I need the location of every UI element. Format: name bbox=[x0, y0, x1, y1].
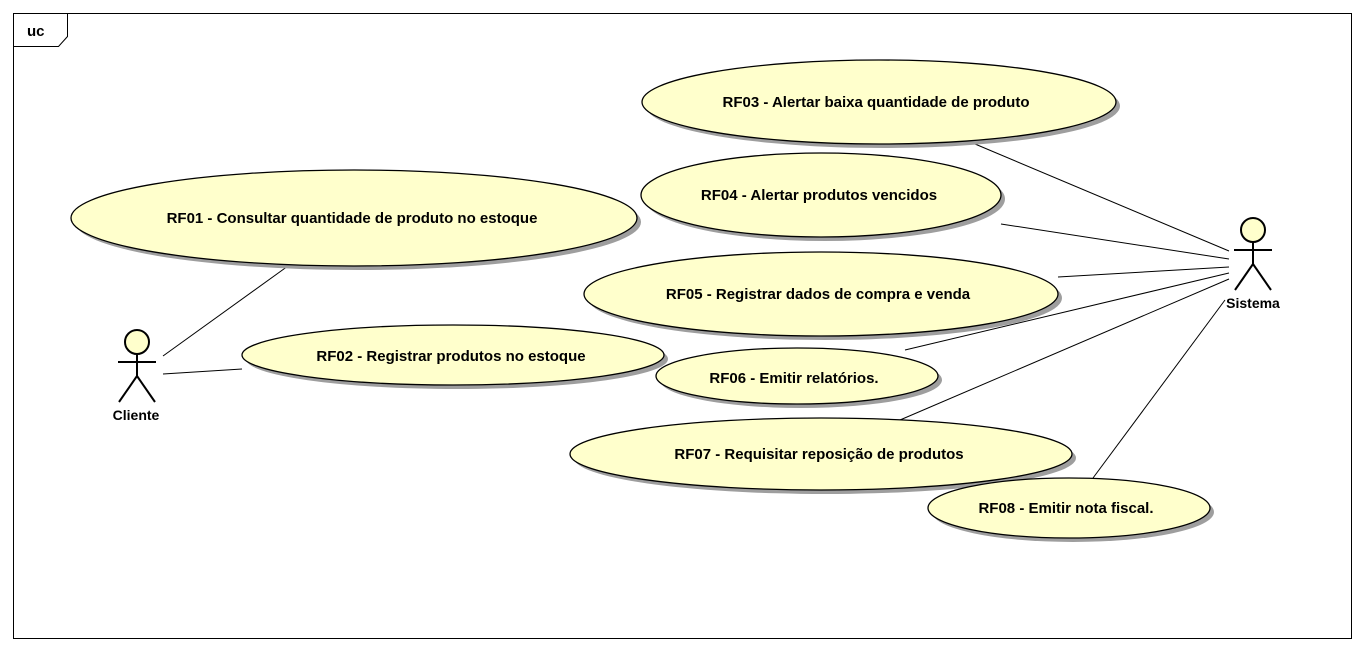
use-case-rf07[interactable]: RF07 - Requisitar reposição de produtos bbox=[569, 417, 1076, 494]
use-case-rf08[interactable]: RF08 - Emitir nota fiscal. bbox=[927, 477, 1214, 542]
actor-sistema[interactable]: Sistema bbox=[1226, 217, 1280, 311]
association-sistema-rf08[interactable] bbox=[1092, 299, 1226, 479]
use-case-label: RF05 - Registrar dados de compra e venda bbox=[666, 286, 971, 303]
association-cliente-rf02[interactable] bbox=[162, 368, 243, 375]
use-case-rf02[interactable]: RF02 - Registrar produtos no estoque bbox=[241, 324, 668, 389]
use-case-rf04[interactable]: RF04 - Alertar produtos vencidos bbox=[640, 152, 1005, 241]
diagram-frame: uc bbox=[13, 13, 1352, 639]
use-case-label: RF03 - Alertar baixa quantidade de produ… bbox=[723, 94, 1030, 111]
use-case-rf01[interactable]: RF01 - Consultar quantidade de produto n… bbox=[70, 169, 641, 270]
associations bbox=[162, 143, 1230, 479]
stick-figure-icon bbox=[118, 329, 156, 403]
actor-name: Sistema bbox=[1226, 295, 1280, 311]
use-case-rf05[interactable]: RF05 - Registrar dados de compra e venda bbox=[583, 251, 1062, 340]
use-case-rf03[interactable]: RF03 - Alertar baixa quantidade de produ… bbox=[641, 59, 1120, 148]
use-case-label: RF06 - Emitir relatórios. bbox=[709, 370, 878, 387]
stick-figure-icon bbox=[1234, 217, 1272, 291]
association-sistema-rf07[interactable] bbox=[899, 278, 1230, 421]
actor-name: Cliente bbox=[113, 407, 160, 423]
actor-cliente[interactable]: Cliente bbox=[113, 329, 160, 423]
association-cliente-rf01[interactable] bbox=[162, 265, 289, 357]
association-sistema-rf04[interactable] bbox=[1000, 223, 1230, 260]
use-case-label: RF02 - Registrar produtos no estoque bbox=[316, 348, 585, 365]
association-sistema-rf05[interactable] bbox=[1057, 266, 1230, 278]
use-case-label: RF01 - Consultar quantidade de produto n… bbox=[167, 210, 538, 227]
use-case-rf06[interactable]: RF06 - Emitir relatórios. bbox=[655, 347, 942, 408]
frame-label: uc bbox=[27, 23, 45, 40]
association-sistema-rf03[interactable] bbox=[974, 143, 1230, 252]
use-case-label: RF04 - Alertar produtos vencidos bbox=[701, 187, 937, 204]
use-case-label: RF08 - Emitir nota fiscal. bbox=[978, 500, 1153, 517]
association-sistema-rf06[interactable] bbox=[904, 272, 1230, 351]
use-case-label: RF07 - Requisitar reposição de produtos bbox=[674, 446, 963, 463]
